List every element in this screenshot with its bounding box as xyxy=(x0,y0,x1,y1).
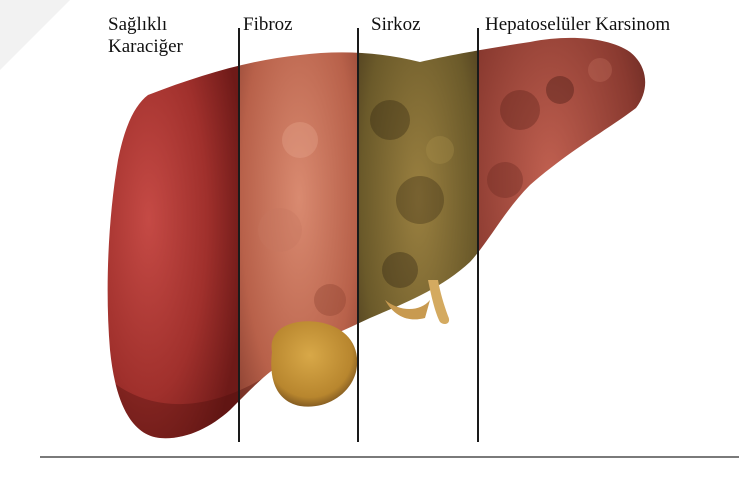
liver-body xyxy=(100,30,658,460)
label-healthy-line2: Karaciğer xyxy=(108,36,183,58)
hepatic-vessel xyxy=(428,280,449,324)
label-cirrhosis: Sirkoz xyxy=(371,14,421,36)
cirrhosis-region xyxy=(359,30,478,450)
label-healthy-liver: Sağlıklı Karaciğer xyxy=(108,14,183,58)
healthy-region xyxy=(100,30,239,450)
stage-divider-hcc xyxy=(477,28,479,442)
stage-divider-fibrosis xyxy=(238,28,240,442)
bottom-rule xyxy=(40,456,739,458)
label-hcc: Hepatoselüler Karsinom xyxy=(485,14,670,36)
label-fibrosis: Fibroz xyxy=(243,14,293,36)
stage-divider-cirrhosis xyxy=(357,28,359,442)
gallbladder xyxy=(271,321,357,406)
label-healthy-line1: Sağlıklı xyxy=(108,14,183,36)
